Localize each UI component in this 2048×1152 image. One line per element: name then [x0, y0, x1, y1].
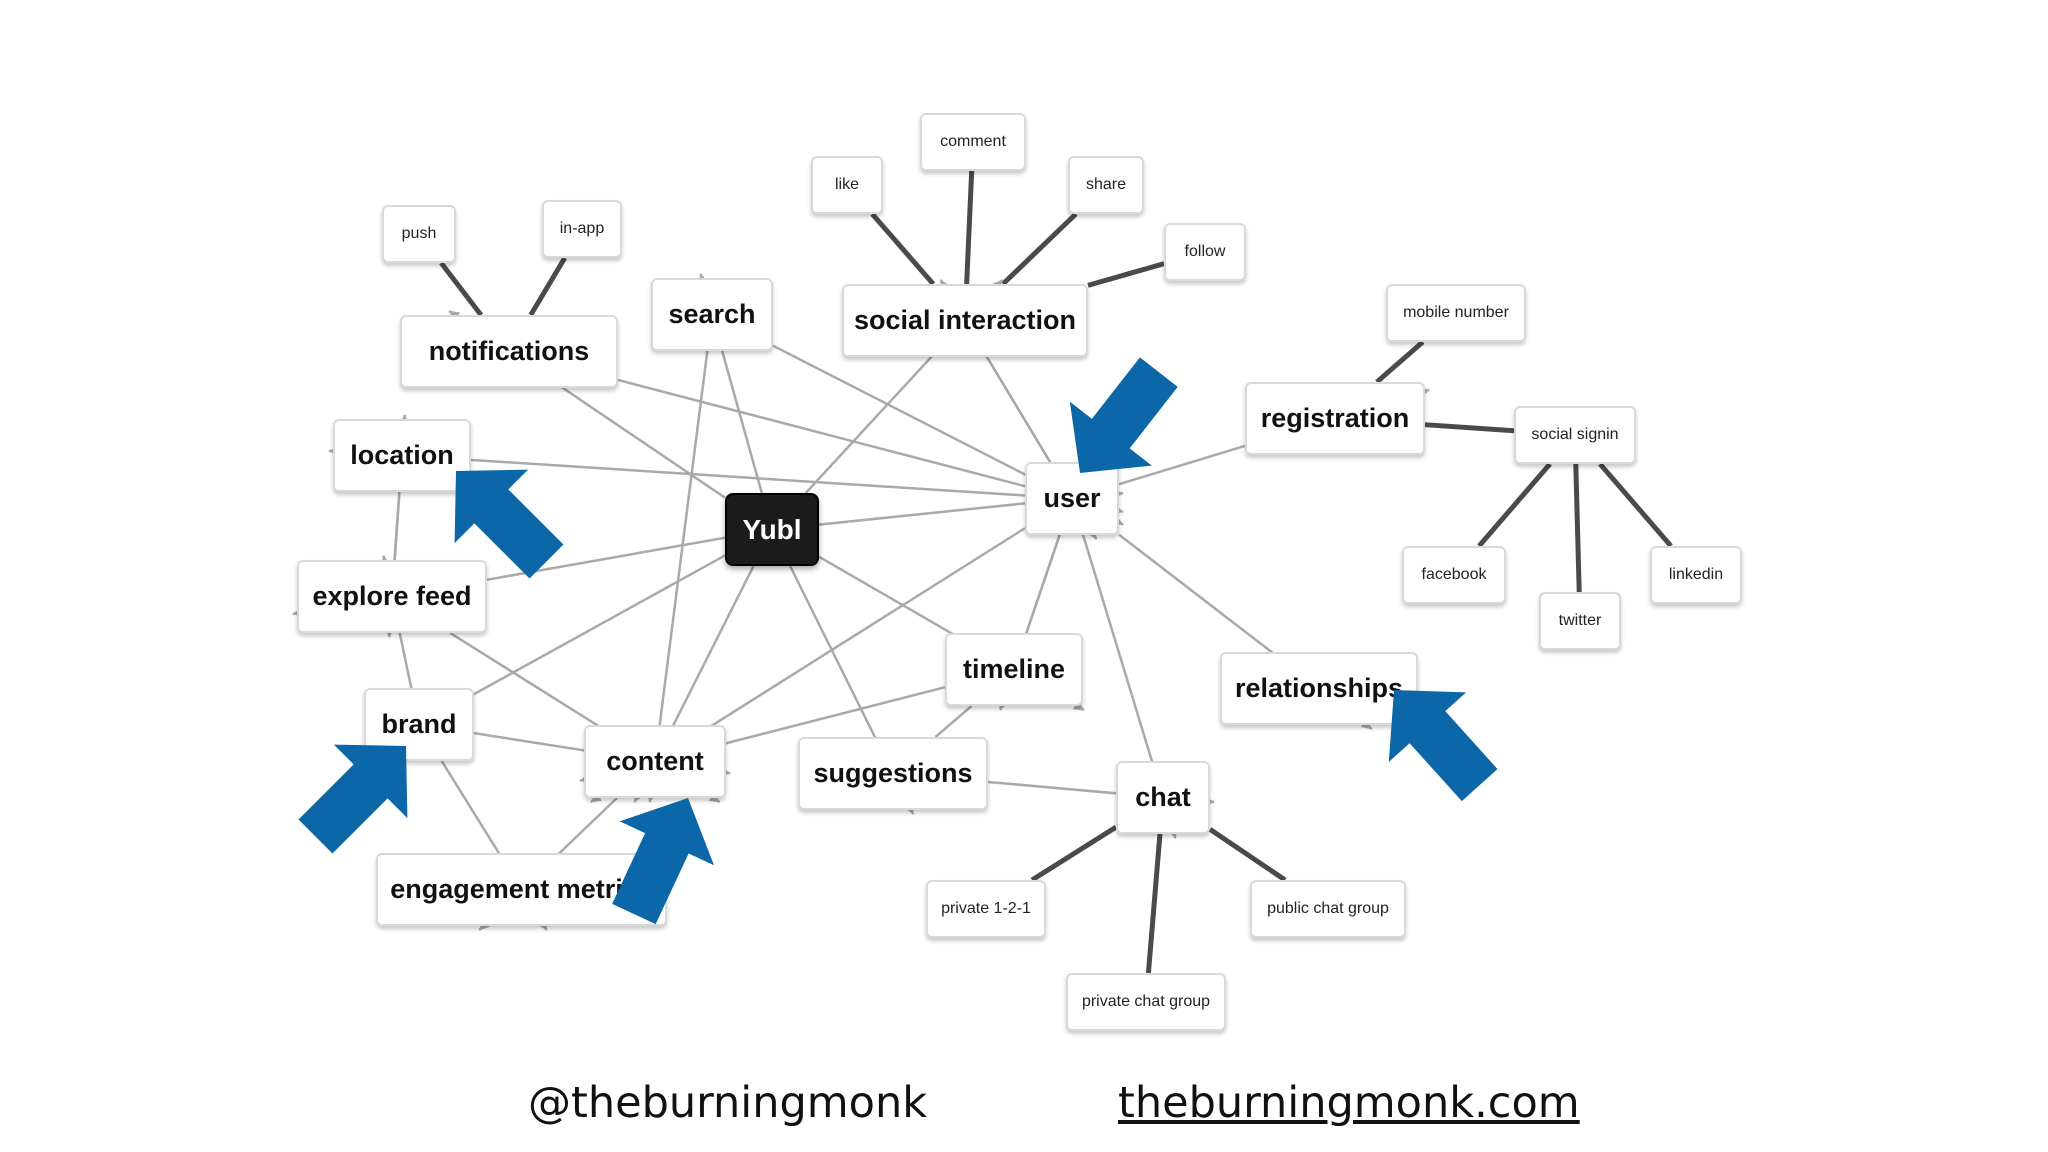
node-comment[interactable]: comment	[920, 113, 1026, 171]
node-user[interactable]: user	[1025, 462, 1119, 535]
link-registration-social-signin	[1424, 422, 1515, 434]
node-relationships[interactable]: relationships	[1220, 652, 1418, 725]
link-chat-public-chat-group	[1208, 827, 1287, 883]
link-chat-private-1-2-1	[1030, 824, 1118, 883]
node-twitter[interactable]: twitter	[1539, 592, 1621, 650]
node-timeline[interactable]: timeline	[945, 633, 1083, 706]
link-registration-mobile-number	[1375, 340, 1425, 384]
node-registration[interactable]: registration	[1245, 382, 1425, 455]
node-in-app[interactable]: in-app	[542, 200, 622, 258]
highlight-arrow-content	[612, 798, 714, 925]
link-social-interaction-comment	[964, 170, 975, 285]
node-notifications[interactable]: notifications	[400, 315, 618, 388]
node-private-chat-group[interactable]: private chat group	[1066, 973, 1226, 1031]
node-social-signin[interactable]: social signin	[1514, 406, 1636, 464]
highlight-arrow-relationships	[1388, 690, 1498, 802]
node-chat[interactable]: chat	[1116, 761, 1210, 834]
node-explore-feed[interactable]: explore feed	[297, 560, 487, 633]
node-facebook[interactable]: facebook	[1402, 546, 1506, 604]
node-private-1-2-1[interactable]: private 1-2-1	[926, 880, 1046, 938]
link-social-signin-twitter	[1573, 463, 1582, 593]
node-push[interactable]: push	[382, 205, 456, 263]
link-notifications-push	[439, 261, 484, 317]
link-social-signin-facebook	[1477, 462, 1552, 548]
link-social-interaction-share	[1001, 212, 1078, 286]
node-public-chat-group[interactable]: public chat group	[1250, 880, 1406, 938]
highlight-arrow-user	[1069, 357, 1178, 473]
node-content[interactable]: content	[584, 725, 726, 798]
node-search[interactable]: search	[651, 278, 773, 351]
node-like[interactable]: like	[811, 156, 883, 214]
node-engagement-metrics[interactable]: engagement metrics	[376, 853, 667, 926]
node-social-interaction[interactable]: social interaction	[842, 284, 1088, 357]
highlight-arrow-location	[454, 469, 564, 579]
link-social-interaction-follow	[1087, 261, 1165, 288]
node-follow[interactable]: follow	[1164, 223, 1246, 281]
link-chat-private-chat-group	[1145, 833, 1163, 974]
node-location[interactable]: location	[333, 419, 471, 492]
node-linkedin[interactable]: linkedin	[1650, 546, 1742, 604]
link-social-signin-linkedin	[1598, 462, 1673, 548]
footer-website-link[interactable]: theburningmonk.com	[1118, 1078, 1580, 1128]
link-social-interaction-like	[870, 212, 936, 286]
highlight-arrow-brand	[298, 744, 408, 854]
node-yubl[interactable]: Yubl	[725, 493, 819, 566]
link-notifications-in-app	[528, 256, 567, 317]
node-share[interactable]: share	[1068, 156, 1144, 214]
link-timeline-suggestions	[934, 705, 973, 738]
node-mobile-number[interactable]: mobile number	[1386, 284, 1526, 342]
footer-handle: @theburningmonk	[528, 1078, 928, 1128]
node-suggestions[interactable]: suggestions	[798, 737, 988, 810]
